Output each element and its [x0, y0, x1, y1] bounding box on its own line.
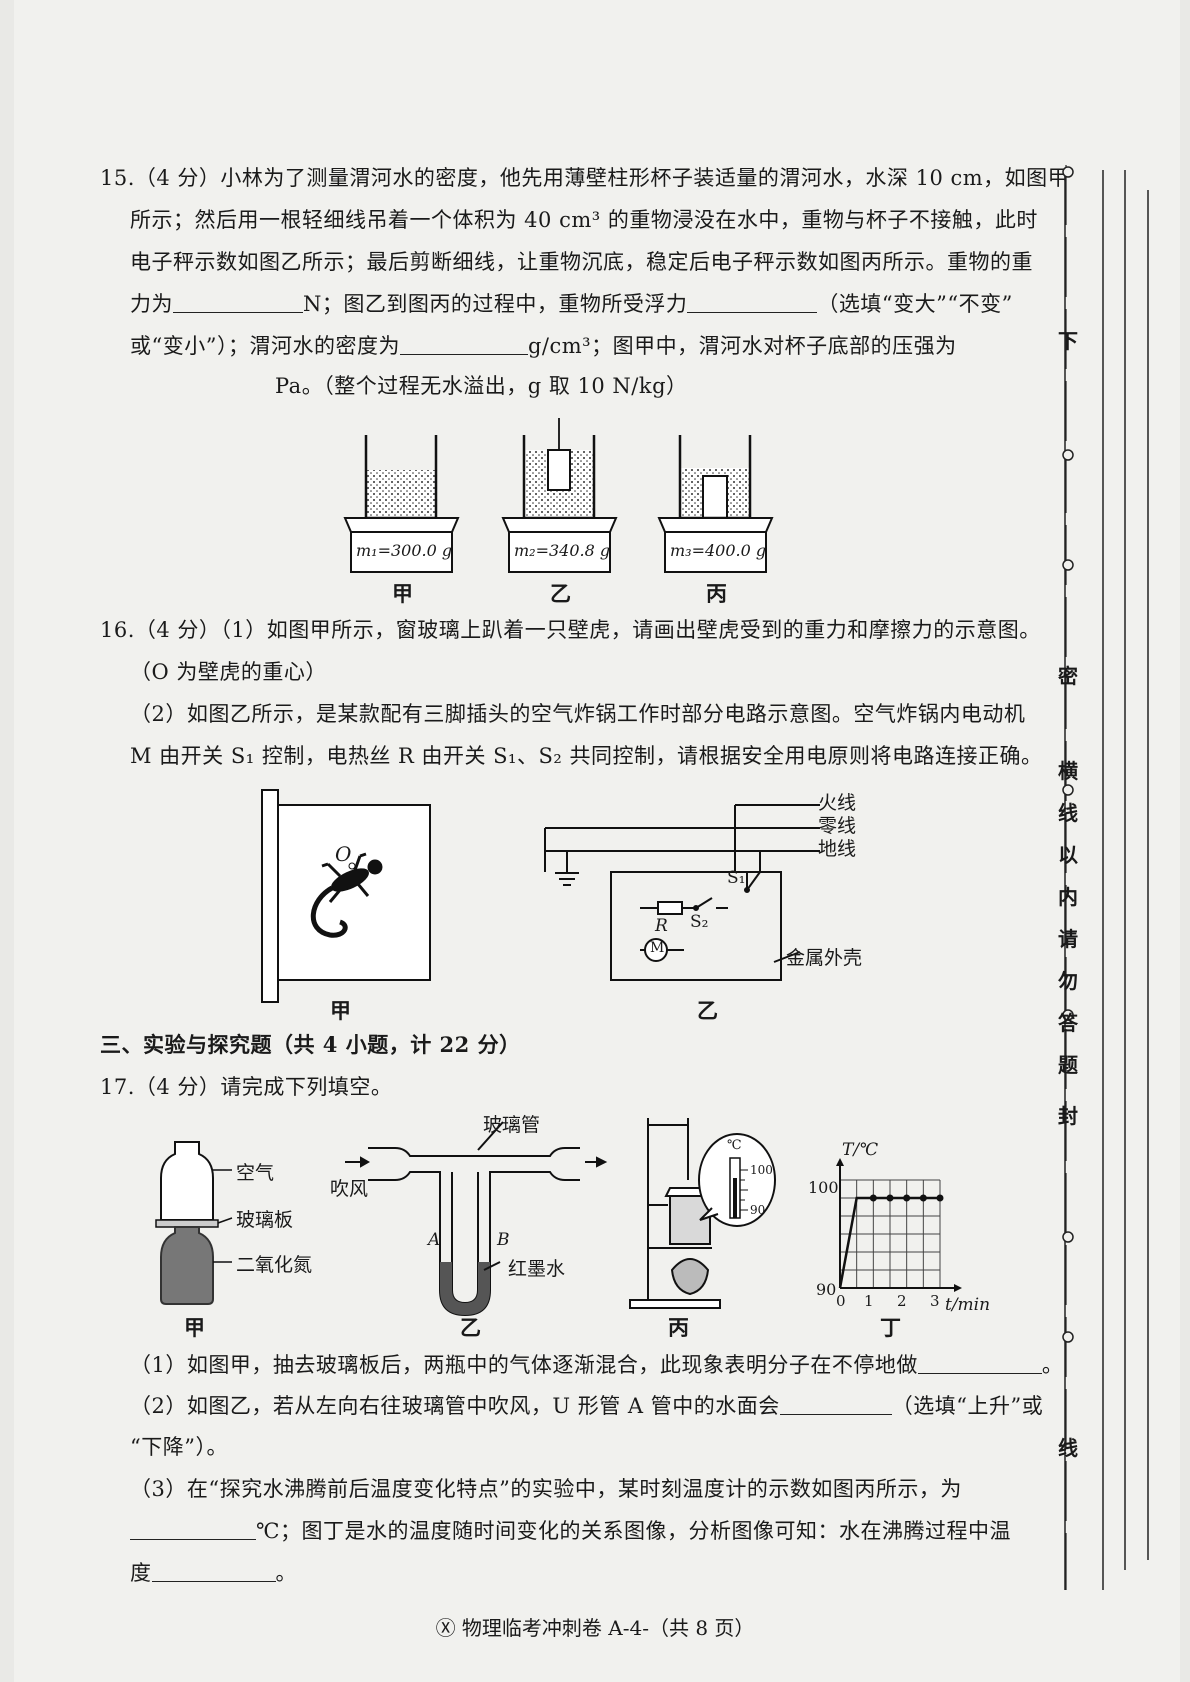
label-s2: S₂ — [690, 912, 709, 932]
label-neutral-wire: 零线 — [818, 815, 857, 837]
q17-p3c: 度 — [130, 1561, 152, 1585]
label-m: M — [650, 940, 665, 956]
q15-line4-b: N；图乙到图丙的过程中，重物所受浮力 — [303, 292, 688, 316]
chart-x-tick-2: 2 — [897, 1292, 907, 1310]
q17-p2-a: （2）如图乙，若从左向右往玻璃管中吹风，U 形管 A 管中的水面会 — [130, 1394, 780, 1418]
q17-p1-end: 。 — [1041, 1353, 1064, 1377]
caption-17-jia: 甲 — [184, 1315, 205, 1340]
label-glass-tube: 玻璃管 — [483, 1114, 541, 1136]
binding-char-mi: 密 — [1058, 664, 1078, 688]
label-air: 空气 — [236, 1162, 275, 1184]
binding-char-xia: 下 — [1058, 329, 1078, 353]
label-s1: S₁ — [727, 868, 746, 888]
chart-x-tick-3: 3 — [930, 1292, 940, 1310]
exam-sheet — [14, 0, 1180, 1682]
section-title: 三、实验与探究题（共 4 小题，计 22 分） — [100, 1032, 521, 1057]
label-tube-b: B — [497, 1230, 510, 1250]
scale-reading-m3: m₃=400.0 g — [670, 541, 767, 560]
label-glass-plate: 玻璃板 — [236, 1209, 294, 1231]
q15-line4-a: 力为 — [130, 292, 173, 316]
q17-line1: 17.（4 分）请完成下列填空。 — [100, 1075, 393, 1099]
answer-blank-buoyancy[interactable] — [687, 290, 818, 313]
answer-blank-boiling-temp[interactable] — [151, 1559, 276, 1582]
answer-blank-temperature[interactable] — [130, 1517, 256, 1540]
label-blow: 吹风 — [330, 1178, 369, 1200]
q15-line4-c: （选填“变大”“不变” — [817, 292, 1013, 316]
q15-line6: Pa。（整个过程无水溢出，g 取 10 N/kg） — [275, 374, 688, 398]
label-tube-a: A — [428, 1230, 441, 1250]
q16-line4: M 由开关 S₁ 控制，电热丝 R 由开关 S₁、S₂ 共同控制，请根据安全用电… — [130, 744, 1043, 768]
caption-17-ding: 丁 — [880, 1315, 901, 1340]
binding-char-xian: 线 — [1058, 1436, 1078, 1460]
q15-line1: 15.（4 分）小林为了测量渭河水的密度，他先用薄壁柱形杯子装适量的渭河水，水深… — [100, 166, 1070, 190]
q17-p1-text: （1）如图甲，抽去玻璃板后，两瓶中的气体逐渐混合，此现象表明分子在不停地做 — [130, 1353, 918, 1377]
q16-line1: 16.（4 分）（1）如图甲所示，窗玻璃上趴着一只壁虎，请画出壁虎受到的重力和摩… — [100, 618, 1041, 642]
caption-jia: 甲 — [392, 581, 413, 606]
q17-p3b: ℃；图丁是水的温度随时间变化的关系图像，分析图像可知：水在沸腾过程中温 — [256, 1519, 1011, 1543]
center-of-gravity-label: O — [335, 842, 352, 866]
q17-p3a: （3）在“探究水沸腾前后温度变化特点”的实验中，某时刻温度计的示数如图丙所示，为 — [130, 1477, 962, 1501]
caption-16-jia: 甲 — [330, 998, 351, 1023]
thermometer-mark-90: 90 — [750, 1203, 766, 1217]
q15-line5-b: g/cm³；图甲中，渭河水对杯子底部的压强为 — [527, 334, 957, 358]
chart-y-tick-90: 90 — [816, 1280, 837, 1299]
label-r: R — [655, 916, 668, 936]
caption-16-yi: 乙 — [697, 998, 718, 1023]
answer-blank-water-level[interactable] — [779, 1392, 892, 1415]
answer-blank-density[interactable] — [399, 332, 528, 355]
chart-x-label: t/min — [945, 1295, 991, 1315]
chart-y-label: T/℃ — [842, 1140, 879, 1160]
answer-blank-weight[interactable] — [173, 290, 303, 313]
q17-p3-line3: 度。 — [130, 1558, 297, 1588]
label-live-wire: 火线 — [818, 792, 857, 814]
binding-char-feng: 封 — [1058, 1104, 1078, 1128]
label-ground-wire: 地线 — [818, 838, 857, 860]
q17-p2c: “下降”）。 — [130, 1435, 228, 1459]
q15-line4: 力为 N；图乙到图丙的过程中，重物所受浮力 （选填“变大”“不变” — [130, 289, 1013, 319]
chart-x-tick-1: 1 — [864, 1292, 874, 1310]
caption-bing: 丙 — [706, 581, 727, 606]
caption-17-yi: 乙 — [460, 1315, 481, 1340]
q15-line2: 所示；然后用一根轻细线吊着一个体积为 40 cm³ 的重物浸没在水中，重物与杯子… — [130, 208, 1038, 232]
scale-reading-m1: m₁=300.0 g — [356, 541, 453, 560]
caption-17-bing: 丙 — [668, 1315, 689, 1340]
q17-p2-b: （选填“上升”或 — [891, 1394, 1044, 1418]
label-nitrogen-dioxide: 二氧化氮 — [236, 1254, 313, 1276]
q17-p1: （1）如图甲，抽去玻璃板后，两瓶中的气体逐渐混合，此现象表明分子在不停地做 。 — [130, 1350, 1063, 1380]
q17-p3-line2: ℃；图丁是水的温度随时间变化的关系图像，分析图像可知：水在沸腾过程中温 — [130, 1516, 1011, 1546]
scale-reading-m2: m₂=340.8 g — [514, 541, 611, 560]
thermometer-mark-100: 100 — [750, 1163, 773, 1177]
chart-y-tick-100: 100 — [808, 1178, 839, 1197]
answer-blank-motion[interactable] — [917, 1351, 1042, 1374]
q15-line5: 或“变小”）；渭河水的密度为 g/cm³；图甲中，渭河水对杯子底部的压强为 — [130, 331, 957, 361]
q17-p2: （2）如图乙，若从左向右往玻璃管中吹风，U 形管 A 管中的水面会 （选填“上升”… — [130, 1391, 1043, 1421]
label-red-ink: 红墨水 — [508, 1258, 566, 1280]
q16-line3: （2）如图乙所示，是某款配有三脚插头的空气炸锅工作时部分电路示意图。空气炸锅内电… — [130, 702, 1026, 726]
chart-x-tick-0: 0 — [836, 1292, 846, 1310]
page-footer: Ⓧ 物理临考冲刺卷 A-4-（共 8 页） — [435, 1616, 755, 1640]
binding-warning: 横线以内请勿答题 — [1058, 759, 1078, 1077]
q15-line3: 电子秤示数如图乙所示；最后剪断细线，让重物沉底，稳定后电子秤示数如图丙所示。重物… — [130, 250, 1033, 274]
thermometer-unit: ℃ — [727, 1138, 742, 1153]
caption-yi: 乙 — [550, 581, 571, 606]
label-metal-shell: 金属外壳 — [786, 947, 863, 969]
q16-line2: （O 为壁虎的重心） — [130, 660, 327, 684]
q17-p3d: 。 — [275, 1561, 297, 1585]
q15-line5-a: 或“变小”）；渭河水的密度为 — [130, 334, 400, 358]
